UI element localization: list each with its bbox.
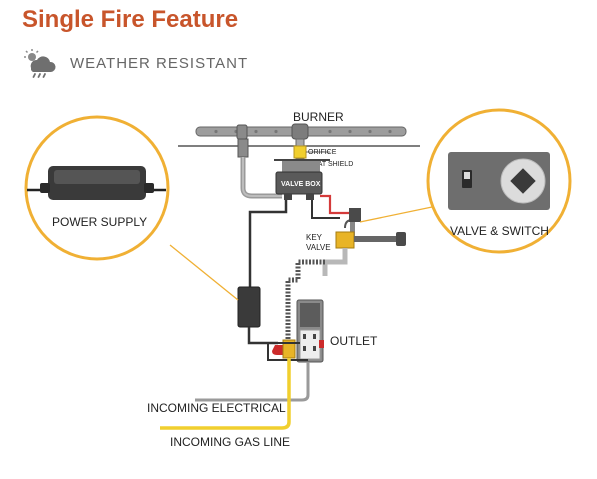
orifice	[293, 138, 307, 160]
orifice-label: ORIFICE	[308, 149, 337, 156]
weather-resistant-badge: WEATHER RESISTANT	[22, 48, 248, 78]
outlet-label: OUTLET	[330, 334, 378, 348]
incoming-electrical-label: INCOMING ELECTRICAL	[147, 401, 286, 415]
page-title: Single Fire Feature	[22, 6, 239, 33]
key-valve	[322, 208, 406, 276]
valve-switch-label: VALVE & SWITCH	[450, 224, 549, 238]
valve-switch-callout	[359, 108, 572, 254]
power-supply-unit	[169, 244, 278, 345]
incoming-electrical-line	[195, 362, 310, 402]
red-wire	[320, 194, 356, 215]
outlet-box	[296, 299, 324, 363]
valve-box-label: VALVE BOX	[281, 181, 321, 188]
flex-gas-line	[285, 259, 325, 340]
power-supply-callout	[24, 115, 170, 261]
burner-label: BURNER	[293, 110, 344, 124]
heat-shield-label: HEAT SHIELD	[308, 161, 353, 168]
valve-box	[275, 161, 323, 200]
key-valve-label-line2: VALVE	[306, 243, 331, 252]
incoming-gas-line	[160, 358, 291, 430]
red-shutoff-valve	[272, 339, 296, 359]
key-valve-label-line1: KEY	[306, 233, 323, 242]
cloud-rain-icon	[24, 49, 56, 78]
igniter-electrode	[237, 138, 282, 199]
power-supply-label: POWER SUPPLY	[52, 215, 147, 229]
incoming-gas-label: INCOMING GAS LINE	[170, 435, 290, 449]
weather-resistant-label: WEATHER RESISTANT	[70, 54, 249, 72]
